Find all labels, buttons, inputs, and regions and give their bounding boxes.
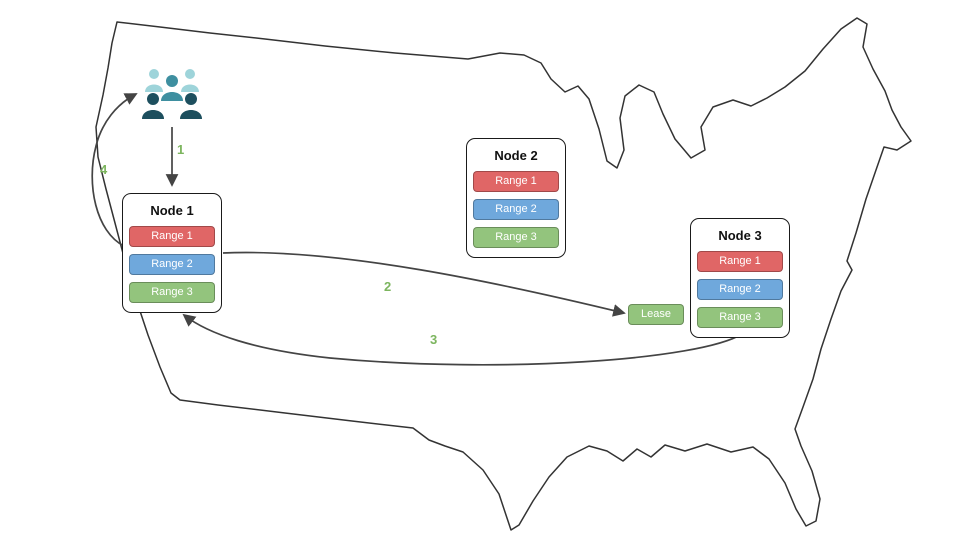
node-3-title: Node 3 <box>718 228 762 243</box>
step-label-2: 2 <box>384 279 392 294</box>
node-2-range-1-pill: Range 1 <box>473 171 559 192</box>
node-3-range-3-pill: Range 3 <box>697 307 783 328</box>
arrow-step-3 <box>182 313 743 366</box>
node-1-box: Node 1 Range 1 Range 2 Range 3 <box>122 193 222 313</box>
lease-pill: Lease <box>628 304 684 325</box>
person-front-right-icon <box>180 93 202 119</box>
flow-arrows <box>91 93 743 366</box>
arrow-step-4 <box>91 93 138 247</box>
node-2-title: Node 2 <box>494 148 538 163</box>
person-front-left-icon <box>142 93 164 119</box>
step-label-1: 1 <box>177 142 185 157</box>
step-label-4: 4 <box>100 162 108 177</box>
step-label-3: 3 <box>430 332 438 347</box>
node-3-range-1-pill: Range 1 <box>697 251 783 272</box>
node-2-box: Node 2 Range 1 Range 2 Range 3 <box>466 138 566 258</box>
person-middle-icon <box>161 75 183 101</box>
node-1-range-3-pill: Range 3 <box>129 282 215 303</box>
node-3-box: Node 3 Range 1 Range 2 Range 3 <box>690 218 790 338</box>
arrow-step-2 <box>222 251 626 317</box>
node-1-title: Node 1 <box>150 203 194 218</box>
us-map-outline <box>95 17 912 531</box>
node-2-range-2-pill: Range 2 <box>473 199 559 220</box>
person-back-left-icon <box>145 69 163 92</box>
node-3-range-2-pill: Range 2 <box>697 279 783 300</box>
node-2-range-3-pill: Range 3 <box>473 227 559 248</box>
node-1-range-1-pill: Range 1 <box>129 226 215 247</box>
node-1-range-2-pill: Range 2 <box>129 254 215 275</box>
users-group-icon <box>142 69 202 119</box>
person-back-right-icon <box>181 69 199 92</box>
